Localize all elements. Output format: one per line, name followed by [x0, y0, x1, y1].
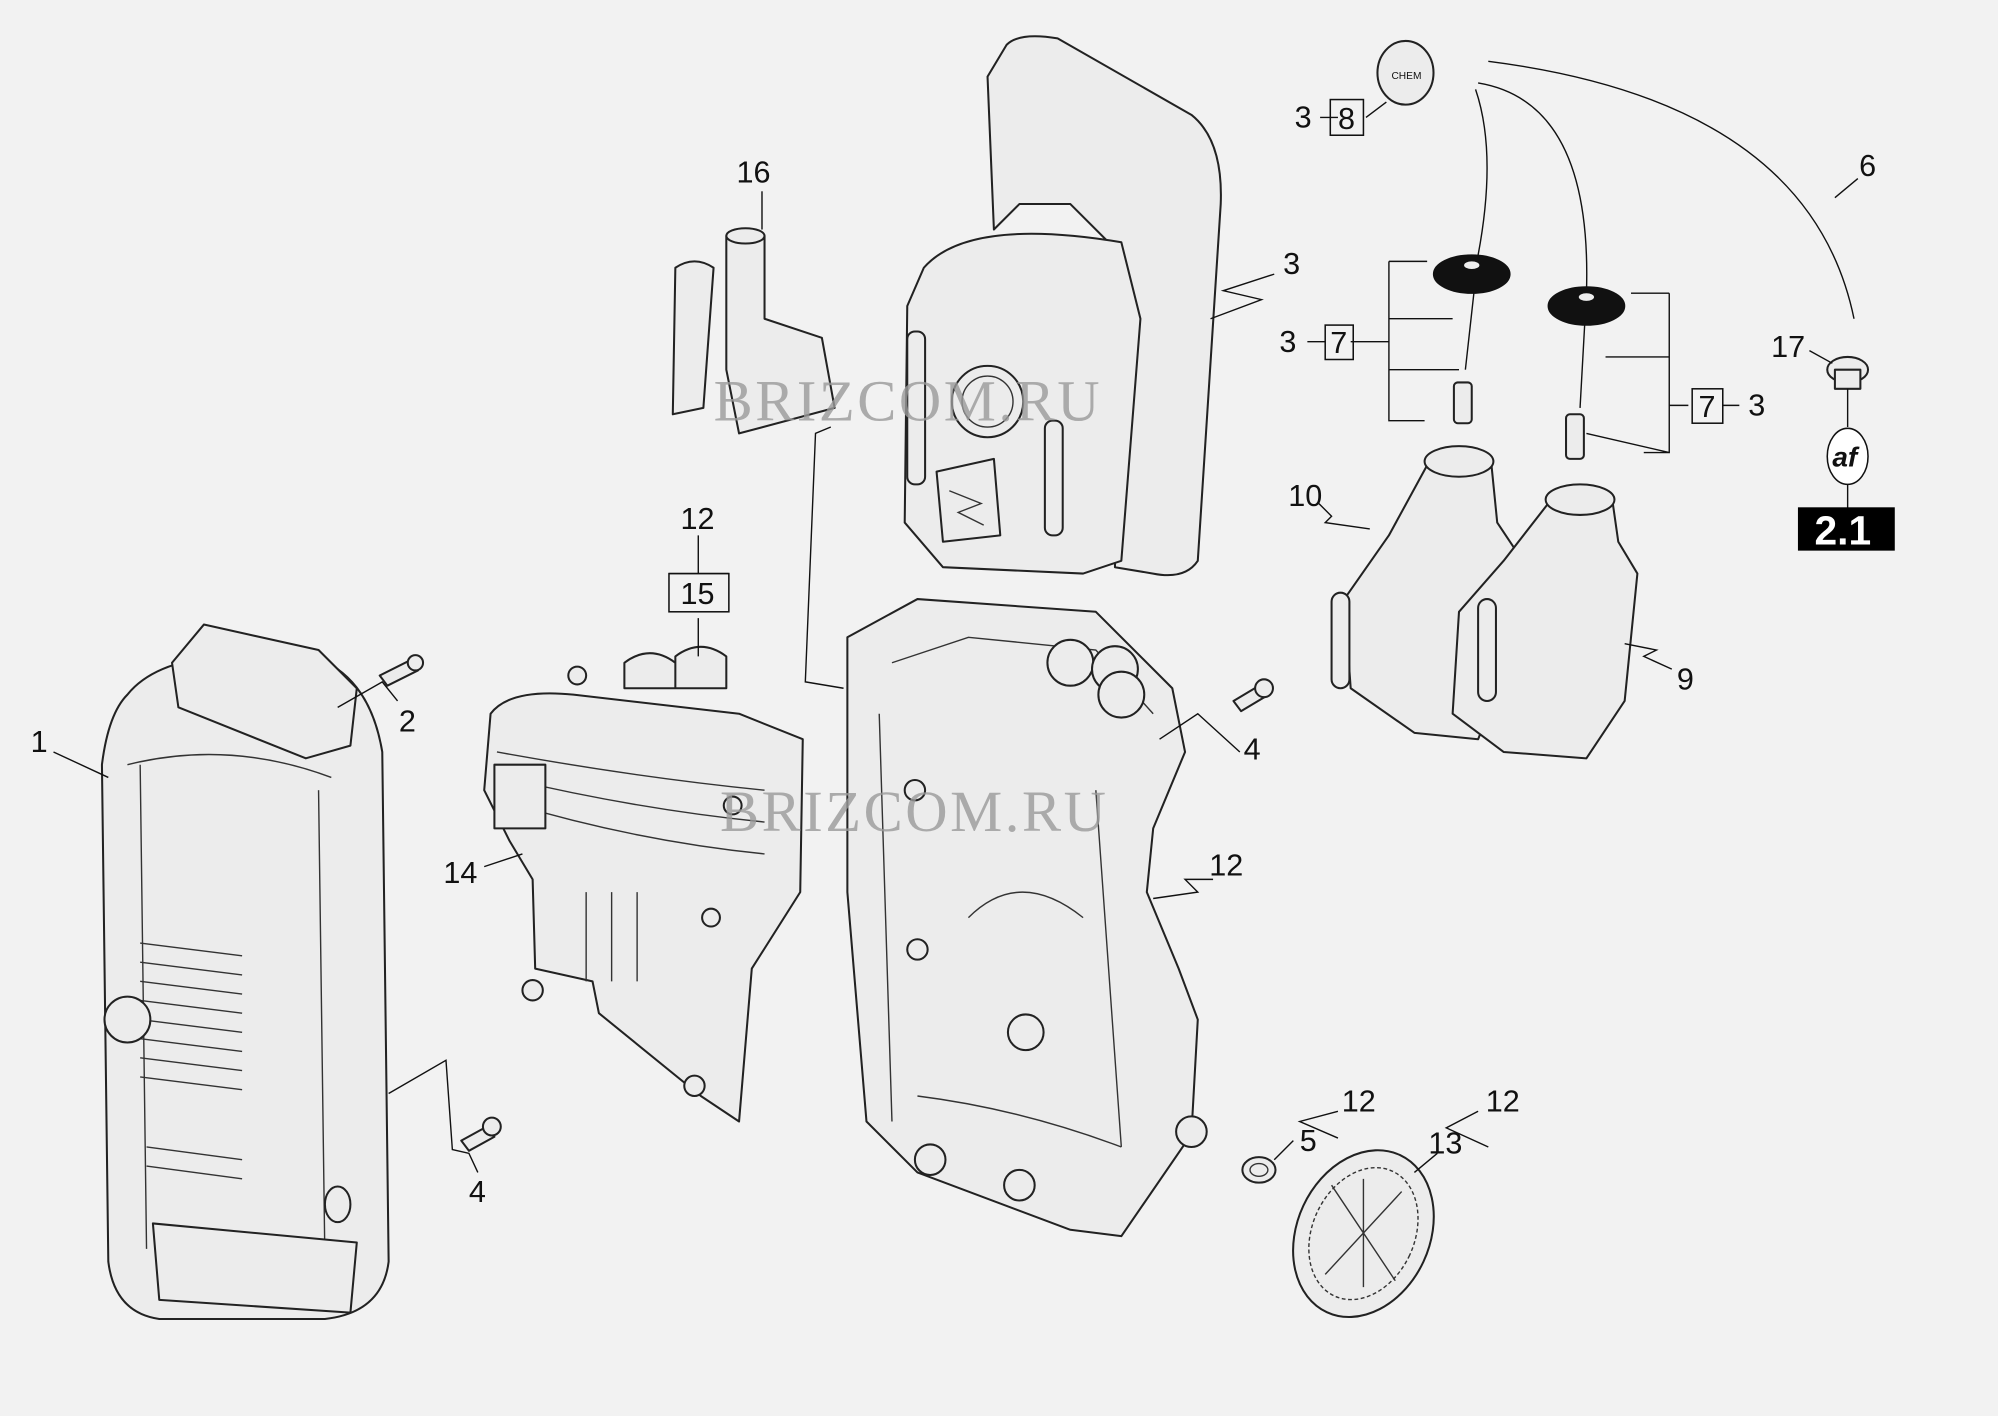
callout-box-7a: [1324, 324, 1355, 361]
part-hose-holder[interactable]: [671, 227, 836, 435]
callout-3: 3: [1279, 325, 1296, 359]
part-screw-2[interactable]: [378, 654, 425, 687]
callout-8: 8: [1338, 102, 1355, 136]
callout-15: 15: [680, 577, 714, 611]
part-screw-4-upper[interactable]: [1232, 678, 1274, 713]
callout-13: 13: [1428, 1126, 1462, 1160]
part-main-housing[interactable]: [846, 598, 1208, 1238]
callout-3: 3: [1295, 101, 1312, 135]
part-handle-cover[interactable]: [903, 35, 1222, 577]
part-detergent-tank-9[interactable]: [1451, 483, 1639, 760]
callout-12: 12: [1342, 1084, 1376, 1118]
callout-9: 9: [1677, 663, 1694, 697]
part-wheel[interactable]: [1267, 1127, 1460, 1340]
callout-7: 7: [1330, 326, 1347, 360]
callout-12: 12: [1486, 1084, 1520, 1118]
callout-16: 16: [737, 155, 771, 189]
callout-box-15: [668, 572, 730, 613]
callout-4: 4: [1244, 733, 1261, 767]
part-hoses[interactable]: [1432, 60, 1855, 460]
badge-af-text: af: [1832, 442, 1860, 473]
part-front-cover[interactable]: [100, 623, 390, 1321]
callout-2: 2: [399, 705, 416, 739]
callout-labels: 1 2 3 3 3 3 4 4 5 6 7 7 8 9 10 12 12 12 …: [31, 101, 1877, 1209]
callout-17: 17: [1771, 330, 1805, 364]
callout-7: 7: [1699, 390, 1716, 424]
callout-box-7b: [1691, 388, 1724, 424]
callout-1: 1: [31, 725, 48, 759]
part-hose-connector[interactable]: [1826, 355, 1870, 390]
callout-4: 4: [469, 1175, 486, 1209]
callout-box-8: [1329, 98, 1365, 136]
cap-label: CHEM: [1391, 71, 1421, 82]
callout-5: 5: [1300, 1124, 1317, 1158]
callout-10: 10: [1288, 479, 1322, 513]
callout-6: 6: [1859, 149, 1876, 183]
badge-ref-text: 2.1: [1815, 507, 1872, 553]
badge-ref: [1797, 507, 1895, 551]
watermark: BRIZCOM.RU: [720, 779, 1109, 844]
callout-3: 3: [1283, 247, 1300, 281]
part-screw-4-lower[interactable]: [460, 1116, 502, 1152]
badge-af: [1826, 427, 1869, 486]
callout-14: 14: [443, 856, 477, 890]
callout-3: 3: [1748, 389, 1765, 423]
part-frame[interactable]: [483, 645, 804, 1123]
callout-12: 12: [680, 502, 714, 536]
part-chem-cap[interactable]: CHEM: [1376, 39, 1435, 106]
watermark: BRIZCOM.RU: [714, 369, 1103, 434]
callout-12: 12: [1209, 849, 1243, 883]
part-plug[interactable]: [1241, 1156, 1277, 1184]
